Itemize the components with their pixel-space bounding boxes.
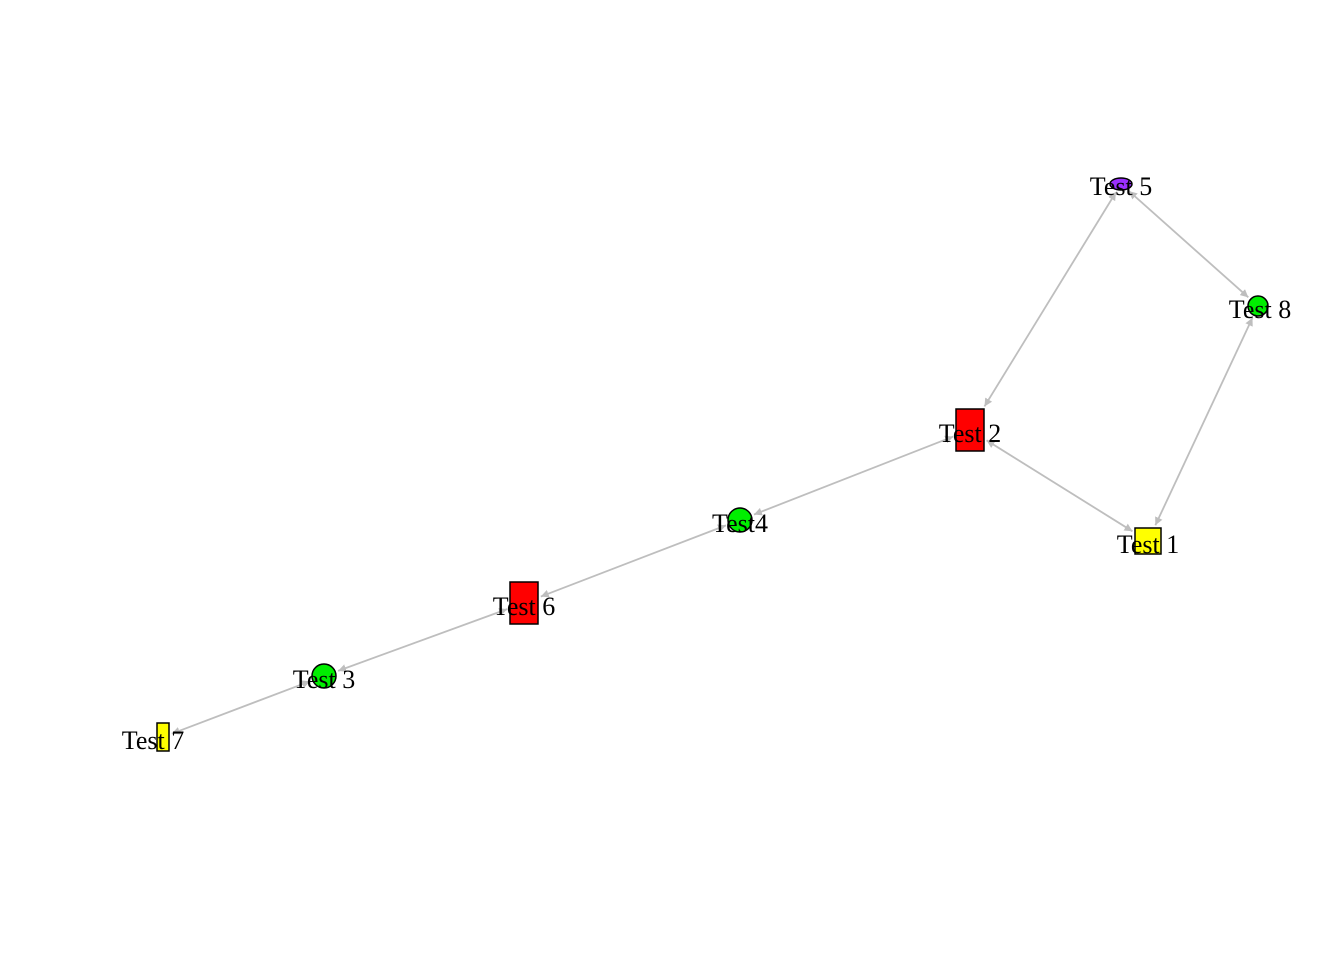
node-t3 (311, 663, 337, 689)
edge-t5-t8 (1128, 190, 1249, 299)
edge-t6-t3 (337, 608, 508, 672)
edges-layer (171, 190, 1254, 735)
node-label-t6: Test 6 (493, 592, 555, 621)
node-label-t1: Test 1 (1117, 530, 1179, 559)
node-t6 (509, 581, 539, 625)
node-label-t4: Test4 (712, 509, 768, 538)
edge-t2-t1 (986, 439, 1133, 533)
node-label-t5: Test 5 (1090, 172, 1152, 201)
node-t2 (955, 408, 985, 452)
node-t1 (1134, 527, 1162, 555)
node-label-t8: Test 8 (1229, 295, 1291, 324)
node-t8 (1247, 295, 1269, 317)
nodes-layer (156, 177, 1269, 752)
edge-t5-t2 (983, 191, 1117, 407)
edge-t2-t4 (753, 435, 954, 516)
node-label-t7: Test 7 (122, 726, 184, 755)
edge-t4-t6 (540, 524, 727, 598)
node-t5 (1109, 177, 1133, 191)
edge-t3-t7 (171, 680, 311, 735)
labels-layer: Test 1 Test 2 Test 3 Test4 Test 5 Test 6 Test … (122, 172, 1291, 755)
node-label-t3: Test 3 (293, 665, 355, 694)
node-t4 (727, 507, 753, 533)
node-label-t2: Test 2 (939, 419, 1001, 448)
node-t7 (156, 722, 170, 752)
edge-t8-t1 (1154, 317, 1254, 526)
